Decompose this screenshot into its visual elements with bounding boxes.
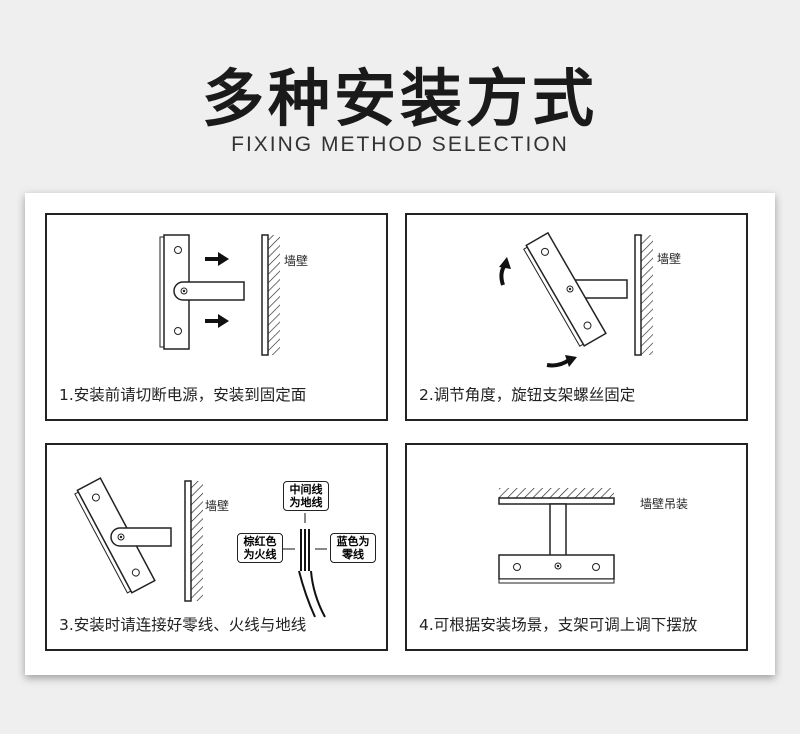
bracket-arm: [110, 527, 172, 547]
wall-label: 墙壁吊装: [640, 497, 689, 511]
bracket-arm: [549, 503, 567, 559]
step-4-panel: 墙壁吊装 4.可根据安装场景，支架可调上调下摆放: [405, 443, 748, 651]
step-1-panel: 墙壁 1.安装前请切断电源，安装到固定面: [45, 213, 388, 421]
step-1-caption: 1.安装前请切断电源，安装到固定面: [59, 386, 307, 404]
wall: [184, 480, 192, 602]
live-wire-label: 棕红色为火线: [237, 533, 283, 563]
rotate-arrow-icon: [546, 358, 571, 368]
step-2-caption: 2.调节角度，旋钮支架螺丝固定: [419, 386, 636, 404]
arrow-right-icon: [205, 314, 229, 328]
bracket-arm: [173, 281, 245, 301]
ground-wire-label: 中间线为地线: [283, 481, 329, 511]
step-2-illustration: [499, 231, 653, 368]
ceiling-hatch: [499, 488, 614, 498]
wall-label: 墙壁: [284, 254, 309, 268]
wire-cable: [283, 513, 327, 618]
screw-hole: [174, 246, 182, 254]
ceiling: [498, 497, 615, 505]
wall: [634, 234, 642, 356]
bracket-plate: [525, 231, 607, 347]
wall: [261, 234, 269, 356]
step-2-panel: 墙壁 2.调节角度，旋钮支架螺丝固定: [405, 213, 748, 421]
screw-hole: [174, 327, 182, 335]
page-subtitle: FIXING METHOD SELECTION: [231, 133, 569, 156]
wall-label: 墙壁: [205, 499, 230, 513]
step-4-illustration: [498, 488, 615, 584]
bracket-plate: [498, 554, 615, 580]
step-3-caption: 3.安装时请连接好零线、火线与地线: [59, 616, 307, 634]
wall-label: 墙壁: [657, 252, 682, 266]
neutral-wire-label: 蓝色为零线: [330, 533, 376, 563]
page-title: 多种安装方式: [201, 62, 598, 135]
rotate-arrow-icon: [499, 263, 507, 286]
step-3-panel: 墙壁 中间线为地线 棕红色为火线 蓝色为零线 3.安装时请连接好零线、火线与地线: [45, 443, 388, 651]
step-3-illustration: [74, 477, 327, 618]
step-1-illustration: [159, 234, 280, 356]
arrow-right-icon: [205, 252, 229, 266]
step-4-caption: 4.可根据安装场景，支架可调上调下摆放: [419, 616, 698, 634]
